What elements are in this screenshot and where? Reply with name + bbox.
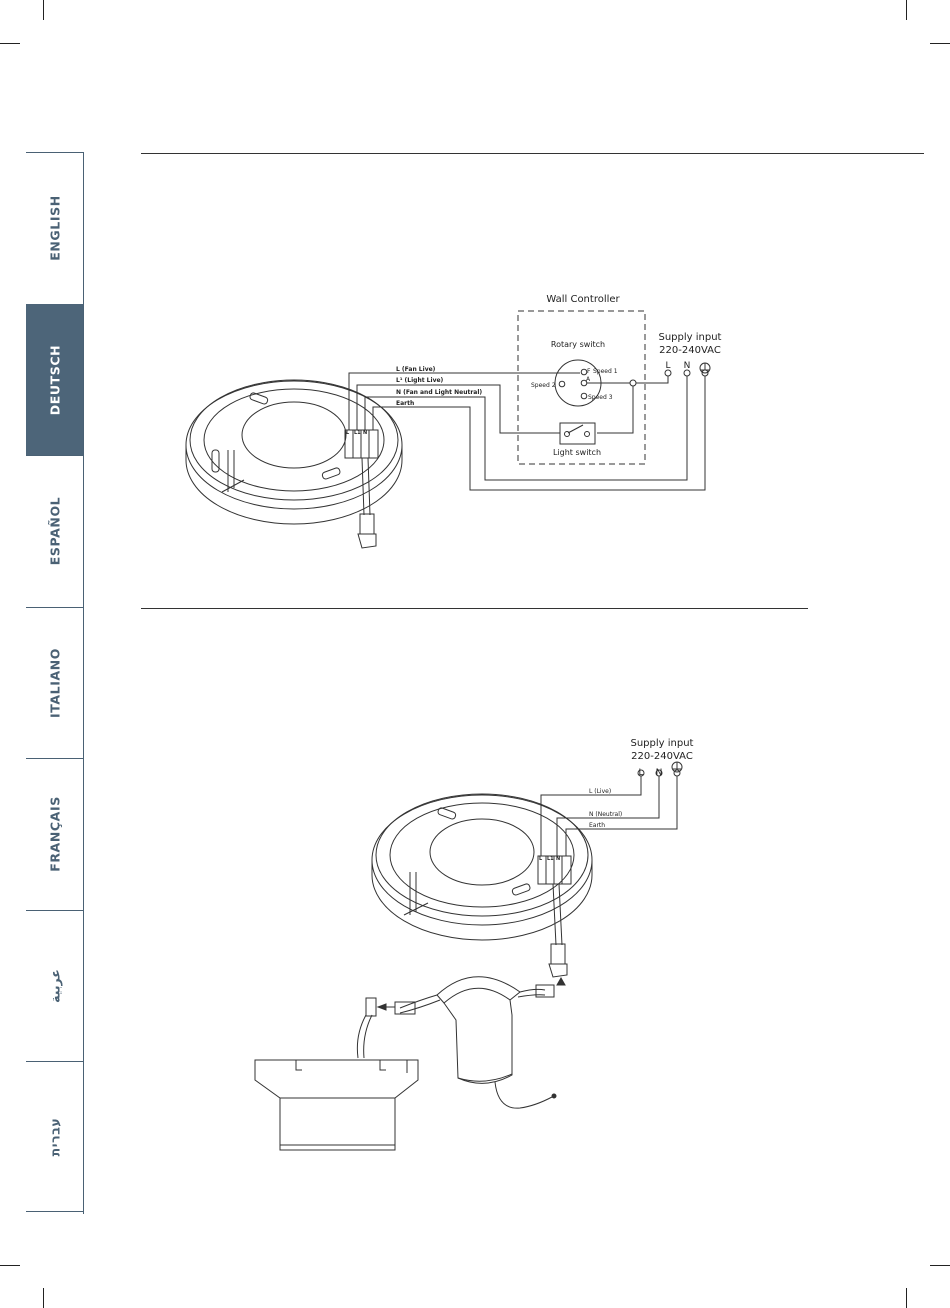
speed-a-label: A: [586, 376, 591, 383]
earth-icon: [700, 363, 710, 373]
block-label: N: [556, 856, 560, 862]
wire-label: N (Fan and Light Neutral): [396, 389, 482, 396]
terminal-n-label: N: [656, 768, 663, 778]
supply-input-label: Supply input: [631, 738, 694, 749]
wall-controller-label: Wall Controller: [546, 294, 620, 305]
supply-voltage-label: 220-240VAC: [659, 345, 721, 356]
terminal-l-label: L: [638, 768, 643, 778]
speed2-label: Speed 2: [531, 382, 556, 389]
rotary-switch-label: Rotary switch: [551, 340, 605, 349]
speed-f-label: F: [587, 368, 591, 375]
wire-label: Earth: [589, 822, 605, 829]
light-switch-label: Light switch: [553, 448, 601, 457]
diagram-direct-supply: [255, 762, 682, 1150]
block-label: L: [539, 856, 543, 862]
wire-label: L¹ (Light Live): [396, 377, 444, 384]
supply-voltage-label: 220-240VAC: [631, 751, 693, 762]
ceiling-base-plate: [372, 794, 592, 940]
connector-cables: [357, 978, 565, 1058]
wire-label: L (Live): [589, 788, 611, 795]
wire-label: N (Neutral): [589, 811, 622, 818]
block-label: L1: [354, 430, 361, 436]
block-label: N: [363, 430, 367, 436]
wire-label: Earth: [396, 400, 414, 407]
supply-input-label: Supply input: [659, 332, 722, 343]
diagram-wall-controller: [186, 311, 710, 548]
wire-label: L (Fan Live): [396, 366, 436, 373]
speed1-label: Speed 1: [593, 368, 618, 375]
block-label: L: [346, 430, 350, 436]
terminal-l-label: L: [665, 361, 670, 371]
block-label: L1: [547, 856, 554, 862]
canopy-hanger: [437, 977, 556, 1108]
motor-housing: [255, 1060, 418, 1150]
diagram2-labels: Supply input 220-240VAC L N L (Live) N (…: [539, 738, 694, 862]
terminal-n-label: N: [684, 361, 691, 371]
speed3-label: Speed 3: [588, 394, 613, 401]
